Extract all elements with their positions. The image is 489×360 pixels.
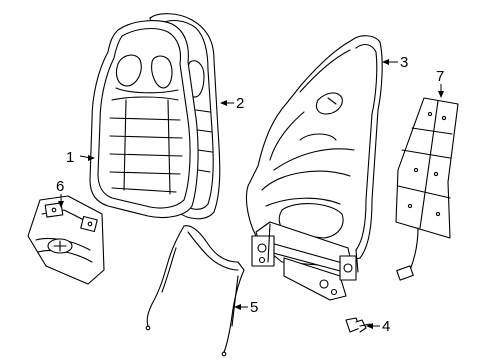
- callout-7: 7: [436, 68, 444, 85]
- seat-back-frame[interactable]: [245, 35, 383, 301]
- lumbar-pad[interactable]: [27, 195, 105, 285]
- leader-1: [79, 155, 95, 161]
- callout-4: 4: [382, 318, 390, 335]
- callout-3: 3: [400, 54, 408, 71]
- leader-2: [220, 100, 234, 106]
- callout-6: 6: [56, 178, 64, 195]
- bolt[interactable]: [345, 317, 371, 333]
- leader-5: [234, 304, 248, 310]
- leader-6: [58, 194, 64, 208]
- wire-frame[interactable]: [145, 225, 245, 357]
- callout-2: 2: [236, 95, 244, 112]
- leader-7: [438, 84, 444, 98]
- leader-4: [366, 323, 380, 329]
- callout-1: 1: [66, 149, 74, 166]
- leader-3: [382, 59, 398, 65]
- seat-back-cushion-front[interactable]: [89, 20, 199, 219]
- heater-element[interactable]: [395, 97, 459, 281]
- callout-5: 5: [250, 299, 258, 316]
